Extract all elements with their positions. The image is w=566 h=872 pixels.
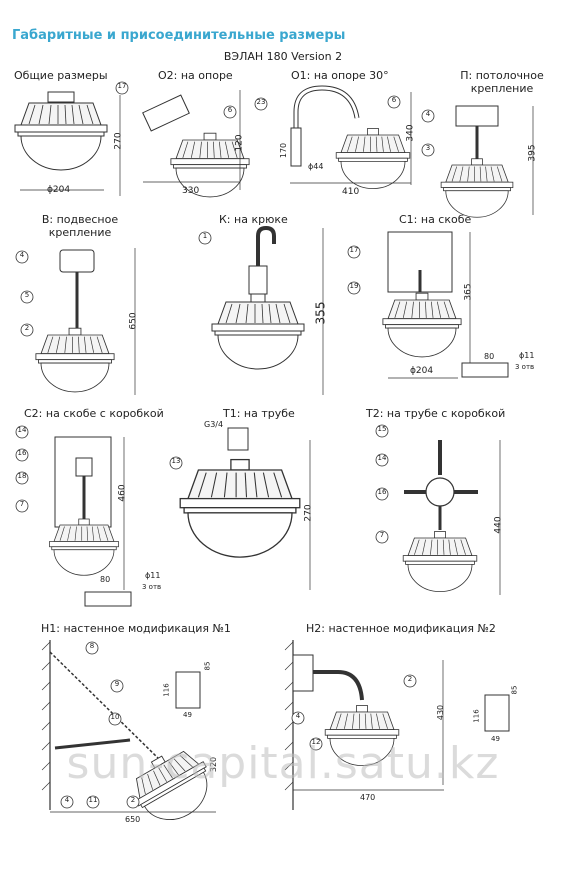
dim-v-height: 650	[128, 312, 139, 330]
callout-p-b: 3	[425, 144, 431, 152]
dim-o1-diameter: ϕ44	[308, 162, 324, 171]
drawing-p	[440, 105, 534, 218]
panel-title-p: П: потолочное крепление	[460, 69, 544, 95]
callout-o2-a: 17	[117, 82, 127, 90]
callout-c1-b: 19	[349, 282, 359, 290]
dim-o1-height: 340	[405, 124, 416, 142]
dim-t1-height: 270	[303, 504, 314, 522]
callout-h1-e: 11	[88, 796, 98, 804]
dim-c2-height: 460	[117, 484, 128, 502]
callout-h1-c: 10	[110, 713, 120, 721]
panel-title-h1: Н1: настенное модификация №1	[41, 622, 231, 635]
page-subtitle: ВЭЛАН 180 Version 2	[223, 50, 343, 63]
panel-title-k: К: на крюке	[219, 213, 288, 226]
callout-p-a: 4	[425, 110, 431, 118]
dim-h1-box-width: 49	[183, 711, 192, 719]
dim-o2-width: 330	[182, 186, 200, 196]
callout-o1-a: 23	[256, 98, 266, 106]
drawing-t2	[402, 440, 501, 595]
dim-general-height: 270	[113, 132, 124, 150]
panel-title-t1: Т1: на трубе	[223, 407, 295, 420]
dim-c2-width: 80	[100, 575, 111, 584]
panel-title-general: Общие размеры	[14, 69, 108, 82]
dim-k-height: 355	[313, 301, 328, 325]
callout-h1-b: 9	[114, 680, 120, 688]
drawing-c1	[382, 231, 509, 379]
panel-title-v: В: подвесное крепление	[41, 213, 119, 239]
dim-t1-thread: G3/4	[204, 420, 224, 429]
dim-c1-height: 365	[463, 283, 474, 301]
callout-h2-a: 2	[407, 675, 413, 683]
callout-c2-d: 7	[19, 500, 25, 508]
drawing-c2	[49, 436, 132, 607]
dim-c2-hole: ϕ11	[145, 571, 161, 580]
drawing-t1	[179, 427, 311, 590]
panel-title-h2: Н2: настенное модификация №2	[306, 622, 496, 635]
dim-o2-height: 120	[234, 134, 245, 152]
dim-t2-height: 440	[493, 516, 504, 534]
dim-o1-vertical: 170	[279, 142, 289, 159]
callout-c2-b: 16	[17, 449, 27, 457]
drawing-k	[211, 225, 324, 395]
callout-v-c: 2	[24, 324, 30, 332]
callout-t2-c: 16	[377, 488, 387, 496]
callout-t2-b: 14	[377, 454, 387, 462]
callout-t1: 13	[171, 457, 181, 465]
dim-h2-box-height: 116	[472, 709, 481, 723]
callout-v-a: 4	[19, 251, 25, 259]
panel-title-c1: С1: на скобе	[399, 213, 472, 226]
drawing-o1	[290, 85, 412, 190]
panel-title-o1: О1: на опоре 30°	[291, 69, 389, 82]
drawing-general	[14, 91, 121, 196]
callout-h1-f: 2	[130, 796, 136, 804]
dim-p-height: 395	[527, 144, 538, 162]
watermark: sun-capital.satu.kz	[66, 738, 500, 789]
callout-h2-b: 4	[295, 712, 301, 720]
callout-h2-c: 12	[311, 738, 321, 746]
dim-c2-holes: 3 отв	[142, 583, 162, 591]
panel-title-t2: Т2: на трубе с коробкой	[366, 407, 506, 420]
callout-k: 1	[202, 232, 208, 240]
dim-h2-box-side: 85	[510, 685, 519, 695]
drawing-v	[35, 248, 136, 395]
callout-o2-b: 6	[227, 106, 233, 114]
callout-h1-d: 4	[64, 796, 70, 804]
callout-t2-d: 7	[379, 531, 385, 539]
page-title: Габаритные и присоединительные размеры	[12, 28, 346, 43]
callout-o1-b: 6	[391, 96, 397, 104]
dim-c1-hole: ϕ11	[519, 351, 535, 360]
dim-h1-width: 650	[125, 815, 141, 824]
panel-title-c2: С2: на скобе с коробкой	[24, 407, 164, 420]
dim-h1-box-side: 85	[203, 661, 212, 671]
callout-c2-a: 14	[17, 426, 27, 434]
dim-c1-width: 80	[484, 352, 495, 361]
callout-c1-a: 17	[349, 246, 359, 254]
callout-c2-c: 18	[17, 472, 27, 480]
drawing-o2	[142, 90, 250, 198]
callout-t2-a: 15	[377, 425, 387, 433]
dim-h2-box-width: 49	[491, 735, 500, 743]
callout-h1-a: 8	[89, 642, 95, 650]
drawing-h1	[41, 640, 223, 835]
callout-v-b: 5	[24, 291, 30, 299]
dim-h2-height: 430	[436, 704, 446, 721]
dim-o1-width: 410	[342, 187, 360, 197]
dim-h2-width: 470	[360, 793, 376, 802]
dim-c1-holes: 3 отв	[515, 363, 535, 371]
dim-c1-diameter: ϕ204	[410, 366, 434, 376]
dim-h1-box-height: 116	[162, 683, 171, 697]
drawing-h2	[284, 640, 510, 810]
dim-general-diameter: ϕ204	[47, 185, 71, 195]
panel-title-o2: О2: на опоре	[158, 69, 233, 82]
